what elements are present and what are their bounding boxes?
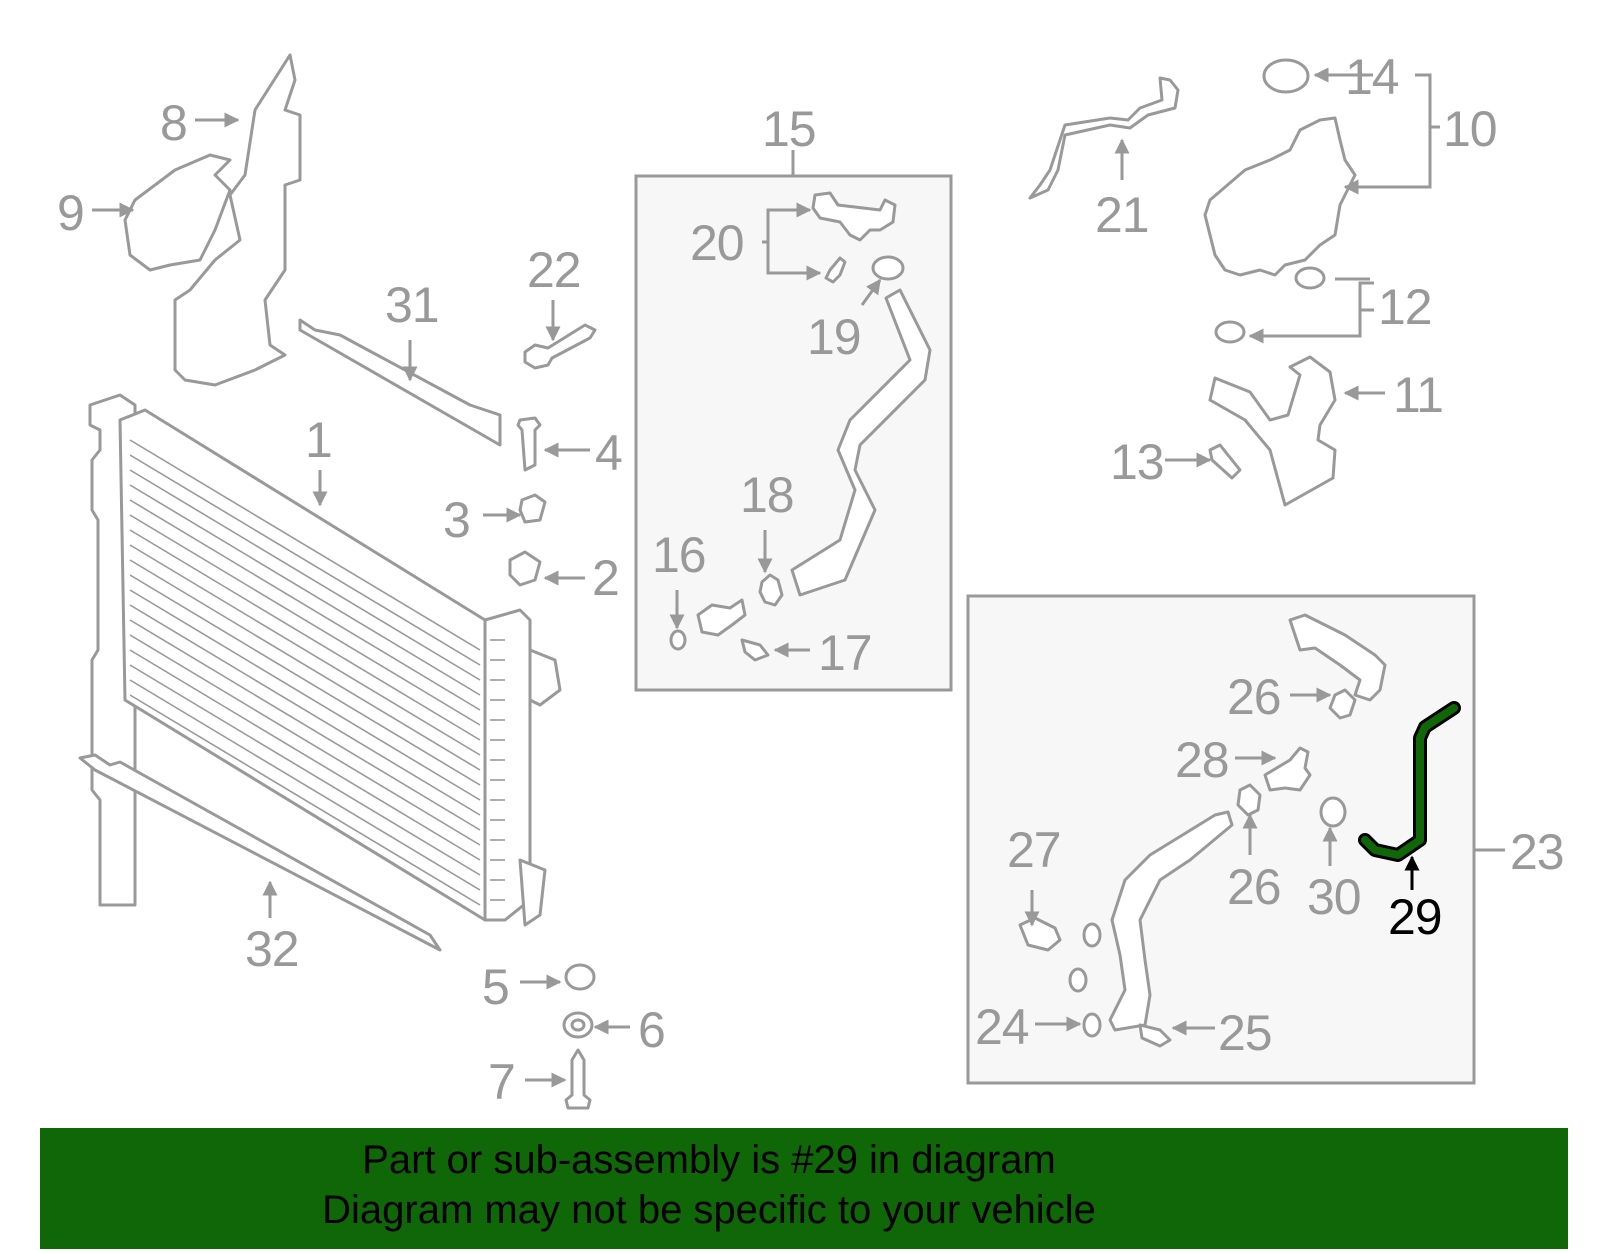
callout-6[interactable]: 6 [638,1002,666,1058]
reservoir-part-10 [1203,116,1357,277]
radiator-part-1 [88,393,562,927]
callout-25[interactable]: 25 [1218,1005,1273,1061]
clamp-part-26-upper [1328,688,1357,720]
clamp-part-18 [758,573,784,607]
grommet-part-4 [516,416,542,472]
mount-part-6 [562,1011,594,1039]
washer-part-16 [669,629,687,651]
callout-27[interactable]: 27 [1007,822,1062,878]
callout-4[interactable]: 4 [595,425,623,481]
callout-16[interactable]: 16 [652,527,707,583]
clamp-part-30 [1319,796,1347,828]
hose-part-15 [790,288,932,597]
fitting-part-16-cap [696,598,747,637]
callout-24[interactable]: 24 [975,999,1030,1055]
callout-26-upper[interactable]: 26 [1227,669,1282,725]
callout-31[interactable]: 31 [385,277,440,333]
leader-lines [92,67,1440,1088]
clip-part-25 [1138,1023,1172,1048]
air-guide-part-8 [173,53,302,387]
mount-part-5 [564,963,596,991]
info-banner: Part or sub-assembly is #29 in diagram D… [40,1128,1568,1249]
washer-part-24-a [1082,922,1102,948]
callout-18[interactable]: 18 [740,467,795,523]
hose-upper-group-23 [1288,613,1387,702]
screw-part-12 [1214,266,1326,344]
callout-11[interactable]: 11 [1393,367,1444,423]
connector-part-20 [811,191,897,284]
callout-8[interactable]: 8 [160,95,188,151]
clamp-part-19 [871,255,905,281]
callout-1[interactable]: 1 [305,412,333,468]
clamp-part-26-lower [1236,783,1262,817]
tube-part-21 [1028,76,1180,200]
callout-9[interactable]: 9 [57,185,85,241]
seal-strip-part-32 [78,753,442,952]
callout-20[interactable]: 20 [690,215,745,271]
bracket-part-11 [1208,355,1337,507]
callout-21[interactable]: 21 [1095,187,1150,243]
callout-30[interactable]: 30 [1307,869,1362,925]
sensor-part-22 [523,323,597,370]
callout-17[interactable]: 17 [818,625,873,681]
callout-32[interactable]: 32 [245,921,300,977]
callout-10[interactable]: 10 [1443,101,1498,157]
callout-14[interactable]: 14 [1345,49,1400,105]
callout-19[interactable]: 19 [807,309,862,365]
washer-part-24-b [1068,967,1088,993]
callout-3[interactable]: 3 [443,492,471,548]
callout-23[interactable]: 23 [1510,824,1565,880]
bolt-part-13 [1208,443,1242,480]
air-guide-part-9 [123,153,232,272]
group-box-15 [634,150,953,692]
callout-22[interactable]: 22 [527,242,582,298]
callout-26-lower[interactable]: 26 [1227,859,1282,915]
seal-strip-part-31 [298,318,502,447]
callout-13[interactable]: 13 [1110,434,1165,490]
callout-12[interactable]: 12 [1378,279,1433,335]
callout-15[interactable]: 15 [762,101,817,157]
cap-part-14 [1262,58,1310,94]
radiator-fins [129,439,505,906]
tee-part-28 [1263,746,1312,792]
callout-7[interactable]: 7 [488,1054,516,1110]
callout-28[interactable]: 28 [1175,732,1230,788]
callout-2[interactable]: 2 [592,550,620,606]
washer-part-24 [1082,1012,1102,1038]
callout-5[interactable]: 5 [482,959,510,1015]
grommet-part-3 [518,493,547,524]
bolt-part-7 [564,1048,592,1110]
group-box-23 [966,594,1505,1085]
banner-disclaimer: Diagram may not be specific to your vehi… [322,1188,1096,1232]
hose-part-29-highlighted [1358,701,1461,862]
callout-29[interactable]: 29 [1388,889,1443,945]
clip-part-17 [740,638,770,662]
banner-part-notice: Part or sub-assembly is #29 in diagram [362,1138,1056,1182]
grommet-part-2 [508,550,542,587]
